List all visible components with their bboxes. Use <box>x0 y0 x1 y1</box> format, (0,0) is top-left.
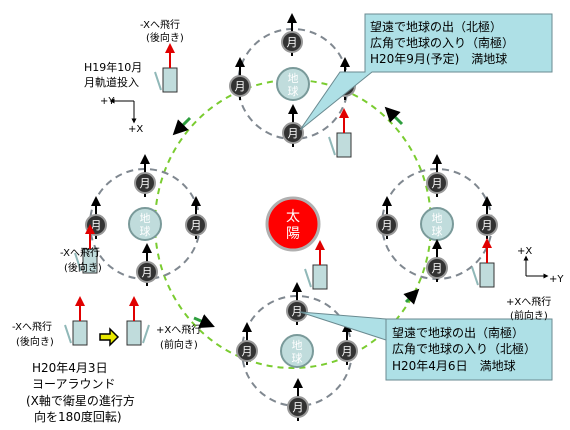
axis-right-y-label: +Y <box>549 274 564 285</box>
callout-top-line-1: 望遠で地球の出（北極） <box>370 19 502 34</box>
moon-5: 月 <box>134 154 156 197</box>
left-fly-label: -Xへ飛行 <box>60 246 100 259</box>
right-fly-label: +Xへ飛行 <box>506 295 551 308</box>
moon-label: 月 <box>342 345 353 358</box>
svg-text:地: 地 <box>292 339 303 352</box>
bl-dir-front-label: (前向き) <box>160 338 198 351</box>
earth-right: 地 球 <box>420 207 454 241</box>
sun-label-1: 太 <box>286 209 300 225</box>
moon-1: 月 <box>281 13 303 56</box>
earth-left: 地 球 <box>128 207 162 241</box>
moon-label: 月 <box>91 219 102 232</box>
moon-label: 月 <box>482 219 493 232</box>
axis-left-x-label: +X <box>128 124 143 135</box>
callout-bottom-line-1: 望遠で地球の出（南極） <box>392 325 524 340</box>
svg-text:球: 球 <box>288 84 299 98</box>
bl-fly-plus-label: +Xへ飛行 <box>156 323 201 336</box>
callout-top: 望遠で地球の出（北極） 広角で地球の入り（南極） H20年9月(予定) 満地球 <box>299 13 553 131</box>
spacecraft-4 <box>304 240 328 290</box>
top-left-fly-label: -Xへ飛行 <box>140 18 180 31</box>
moon-14: 月 <box>236 322 258 365</box>
spacecraft-1 <box>154 43 178 93</box>
callout-top-line-3: H20年9月(予定) 満地球 <box>370 51 507 66</box>
moon-4: 月 <box>282 104 304 147</box>
moon-label: 月 <box>292 305 303 318</box>
right-dir-label: (前向き) <box>510 309 548 322</box>
svg-text:地: 地 <box>140 212 151 225</box>
moon-10: 月 <box>376 196 398 239</box>
top-left-dir-label: (後向き) <box>146 31 184 44</box>
axis-left-y-label: +Y <box>100 96 115 107</box>
moon-16: 月 <box>287 378 309 421</box>
moon-12: 月 <box>426 239 448 282</box>
svg-text:球: 球 <box>292 351 303 365</box>
spacecraft-2 <box>328 108 352 158</box>
earth-top: 地 球 <box>276 67 310 101</box>
moon-label: 月 <box>287 36 298 49</box>
callout-bottom-line-2: 広角で地球の入り（北極） <box>392 341 536 356</box>
axis-indicator-left: +Y +X <box>100 96 143 135</box>
yaw-date: H20年4月3日 <box>32 361 108 375</box>
moon-label: 月 <box>432 177 443 190</box>
moon-13: 月 <box>286 282 308 325</box>
moon-11: 月 <box>476 196 498 239</box>
spacecraft-3 <box>74 224 98 274</box>
moon-label: 月 <box>140 177 151 190</box>
moon-label: 月 <box>142 266 153 279</box>
svg-text:地: 地 <box>288 72 299 85</box>
moon-label: 月 <box>191 219 202 232</box>
moon-7: 月 <box>185 196 207 239</box>
orbit-direction-arrows <box>172 106 420 328</box>
sun: 太 陽 <box>265 196 321 252</box>
moon-label: 月 <box>293 401 304 414</box>
moon-label: 月 <box>288 127 299 140</box>
orbit-insert-label: 月軌道投入 <box>84 75 139 89</box>
bl-fly-minus-label: -Xへ飛行 <box>12 320 52 333</box>
earths: 地 球 地 球 地 球 地 球 <box>128 67 454 368</box>
yaw-arrow-icon <box>99 327 120 347</box>
spacecraft-5 <box>471 238 495 288</box>
axis-right-x-label: +X <box>517 246 532 257</box>
earth-bottom: 地 球 <box>280 334 314 368</box>
svg-text:球: 球 <box>432 224 443 238</box>
callout-bottom-line-3: H20年4月6日 満地球 <box>392 359 516 373</box>
spacecraft-7 <box>126 296 150 346</box>
moon-label: 月 <box>235 80 246 93</box>
sun-label-2: 陽 <box>286 226 300 242</box>
moon-9: 月 <box>426 154 448 197</box>
left-dir-label: (後向き) <box>64 261 102 274</box>
svg-text:球: 球 <box>140 224 151 238</box>
yaw-label: ヨーアラウンド <box>32 377 116 391</box>
moon-15: 月 <box>336 322 358 365</box>
spacecraft-icons <box>64 43 495 346</box>
yaw-note-2: 向を180度回転) <box>34 409 122 424</box>
moon-label: 月 <box>432 262 443 275</box>
bl-dir-back-label: (後向き) <box>16 335 54 348</box>
moon-label: 月 <box>382 219 393 232</box>
callout-top-line-2: 広角で地球の入り（南極） <box>370 35 514 50</box>
yaw-note-1: (X軸で衛星の進行方 <box>26 393 135 408</box>
orbit-insert-date: H19年10月 <box>84 60 142 74</box>
moon-2: 月 <box>229 57 251 100</box>
svg-text:地: 地 <box>432 212 443 225</box>
axis-indicator-right: +X +Y <box>517 246 564 285</box>
spacecraft-6 <box>64 296 88 346</box>
callout-bottom: 望遠で地球の出（南極） 広角で地球の入り（北極） H20年4月6日 満地球 <box>299 311 553 381</box>
moon-8: 月 <box>136 243 158 286</box>
moon-label: 月 <box>242 345 253 358</box>
